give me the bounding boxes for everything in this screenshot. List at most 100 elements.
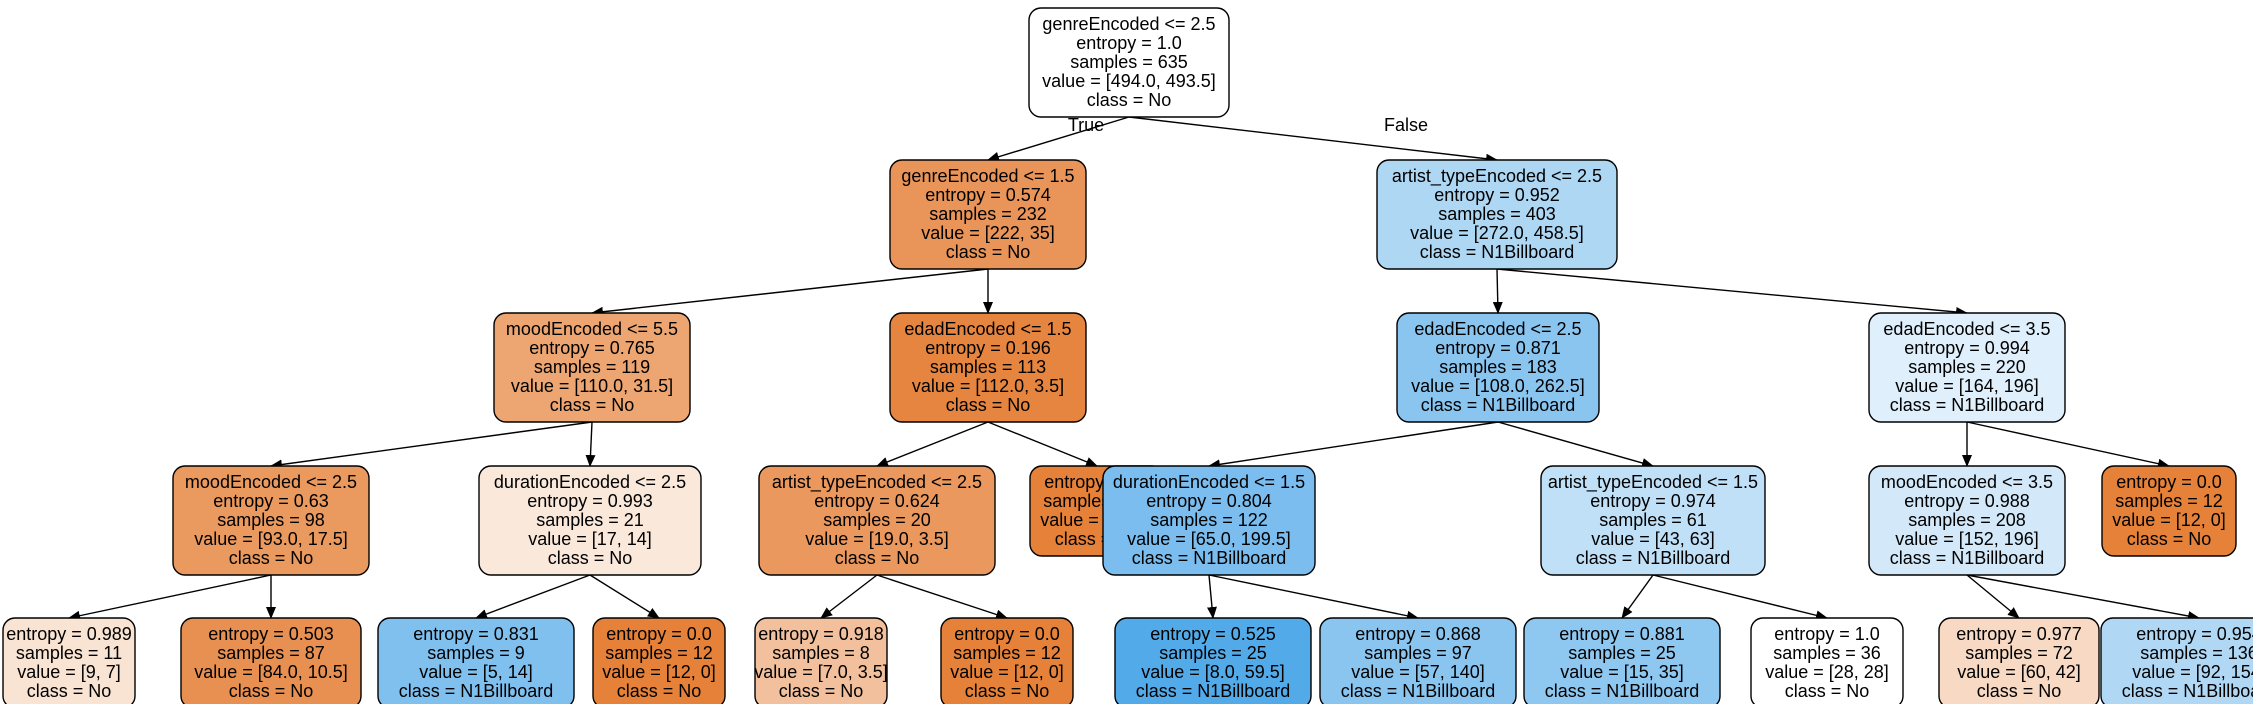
node-line: samples = 208 bbox=[1908, 510, 2026, 530]
node-line: value = [93.0, 17.5] bbox=[194, 529, 348, 549]
edge-n11-n22 bbox=[1208, 574, 1419, 621]
edge-n9-n19 bbox=[820, 574, 878, 619]
node-line: artist_typeEncoded <= 1.5 bbox=[1548, 472, 1758, 493]
node-line: value = [19.0, 3.5] bbox=[805, 529, 949, 549]
node-line: class = No bbox=[946, 395, 1031, 415]
node-line: entropy = 0.974 bbox=[1590, 491, 1716, 511]
node-box bbox=[2100, 617, 2253, 704]
edge-n9-n20 bbox=[876, 574, 1008, 620]
node-line: value = [15, 35] bbox=[1560, 662, 1684, 682]
node-box bbox=[1102, 465, 1316, 576]
node-line: samples = 9 bbox=[427, 643, 525, 663]
node-line: samples = 21 bbox=[536, 510, 644, 530]
node-line: samples = 36 bbox=[1773, 643, 1881, 663]
node-line: value = [152, 196] bbox=[1895, 529, 2039, 549]
node-box bbox=[889, 312, 1087, 423]
node-line: moodEncoded <= 2.5 bbox=[185, 472, 357, 492]
node-line: value = [12, 0] bbox=[2112, 510, 2226, 530]
node-line: entropy = 0.993 bbox=[527, 491, 653, 511]
node-line: class = No bbox=[965, 681, 1050, 701]
node-line: samples = 8 bbox=[772, 643, 870, 663]
node-line: entropy = 0.525 bbox=[1150, 624, 1276, 644]
node-line: entropy = 0.994 bbox=[1904, 338, 2030, 358]
node-line: class = No bbox=[550, 395, 635, 415]
edge-n4-n10 bbox=[987, 421, 1098, 467]
node-line: value = [84.0, 10.5] bbox=[194, 662, 348, 682]
edges bbox=[68, 116, 2200, 621]
node-line: entropy = 0.503 bbox=[208, 624, 334, 644]
node-line: entropy = 0.881 bbox=[1559, 624, 1685, 644]
edge-n5-n12 bbox=[1497, 421, 1654, 468]
node-line: class = N1Billboard bbox=[1341, 681, 1496, 701]
node-line: samples = 12 bbox=[605, 643, 713, 663]
node-line: value = [12, 0] bbox=[602, 662, 716, 682]
edge-n3-n8 bbox=[585, 421, 596, 467]
node-box bbox=[478, 465, 702, 576]
node-line: samples = 25 bbox=[1159, 643, 1267, 663]
node-line: class = N1Billboard bbox=[1136, 681, 1291, 701]
node-box bbox=[940, 617, 1074, 704]
node-line: samples = 20 bbox=[823, 510, 931, 530]
node-line: samples = 113 bbox=[930, 357, 1046, 377]
node-line: entropy = 0.0 bbox=[954, 624, 1060, 644]
node-line: class = N1Billboard bbox=[1545, 681, 1700, 701]
node-line: entropy = 0.988 bbox=[1904, 491, 2030, 511]
edge-n2-n5 bbox=[1492, 268, 1503, 314]
edge-n12-n24 bbox=[1652, 574, 1828, 621]
node-line: edadEncoded <= 2.5 bbox=[1414, 319, 1581, 339]
node-line: samples = 72 bbox=[1965, 643, 2073, 663]
node-line: entropy = 0.624 bbox=[814, 491, 940, 511]
node-line: value = [108.0, 262.5] bbox=[1411, 376, 1585, 396]
node-line: class = No bbox=[548, 548, 633, 568]
node-line: value = [222, 35] bbox=[921, 223, 1055, 243]
node-line: entropy = 0.952 bbox=[1434, 185, 1560, 205]
node-line: value = [164, 196] bbox=[1895, 376, 2039, 396]
edge-n0-n1 bbox=[987, 116, 1130, 162]
edge-n8-n17 bbox=[475, 574, 591, 619]
node-line: value = [28, 28] bbox=[1765, 662, 1889, 682]
node-line: edadEncoded <= 3.5 bbox=[1883, 319, 2050, 339]
node-line: samples = 232 bbox=[929, 204, 1047, 224]
node-line: value = [12, 0] bbox=[950, 662, 1064, 682]
node-box bbox=[180, 617, 362, 704]
node-line: value = [17, 14] bbox=[528, 529, 652, 549]
node-line: entropy = 1.0 bbox=[1774, 624, 1880, 644]
node-line: value = [494.0, 493.5] bbox=[1042, 71, 1216, 91]
node-box bbox=[1523, 617, 1721, 704]
node-line: value = [5, 14] bbox=[419, 662, 533, 682]
node-line: entropy = 0.574 bbox=[925, 185, 1051, 205]
node-line: samples = 403 bbox=[1438, 204, 1556, 224]
node-line: entropy = 0.804 bbox=[1146, 491, 1272, 511]
node-box bbox=[1868, 465, 2066, 576]
node-line: value = [7.0, 3.5] bbox=[754, 662, 888, 682]
node-line: class = N1Billboard bbox=[1421, 395, 1576, 415]
node-line: entropy = 0.871 bbox=[1435, 338, 1561, 358]
node-line: value = [65.0, 199.5] bbox=[1127, 529, 1291, 549]
node-line: value = [43, 63] bbox=[1591, 529, 1715, 549]
node-line: class = No bbox=[617, 681, 702, 701]
edge-n5-n11 bbox=[1208, 421, 1499, 470]
node-line: value = [272.0, 458.5] bbox=[1410, 223, 1584, 243]
node-line: moodEncoded <= 3.5 bbox=[1881, 472, 2053, 492]
edge-n13-n25 bbox=[1966, 574, 2020, 619]
node-line: value = [112.0, 3.5] bbox=[912, 376, 1064, 396]
node-line: value = [8.0, 59.5] bbox=[1141, 662, 1285, 682]
node-line: class = No bbox=[835, 548, 920, 568]
node-line: class = No bbox=[1087, 90, 1172, 110]
node-line: genreEncoded <= 2.5 bbox=[1042, 14, 1215, 34]
node-line: class = N1Billboard bbox=[2122, 681, 2253, 701]
node-box bbox=[592, 617, 726, 704]
node-line: class = N1Billboard bbox=[399, 681, 554, 701]
edge-n3-n7 bbox=[270, 421, 593, 470]
